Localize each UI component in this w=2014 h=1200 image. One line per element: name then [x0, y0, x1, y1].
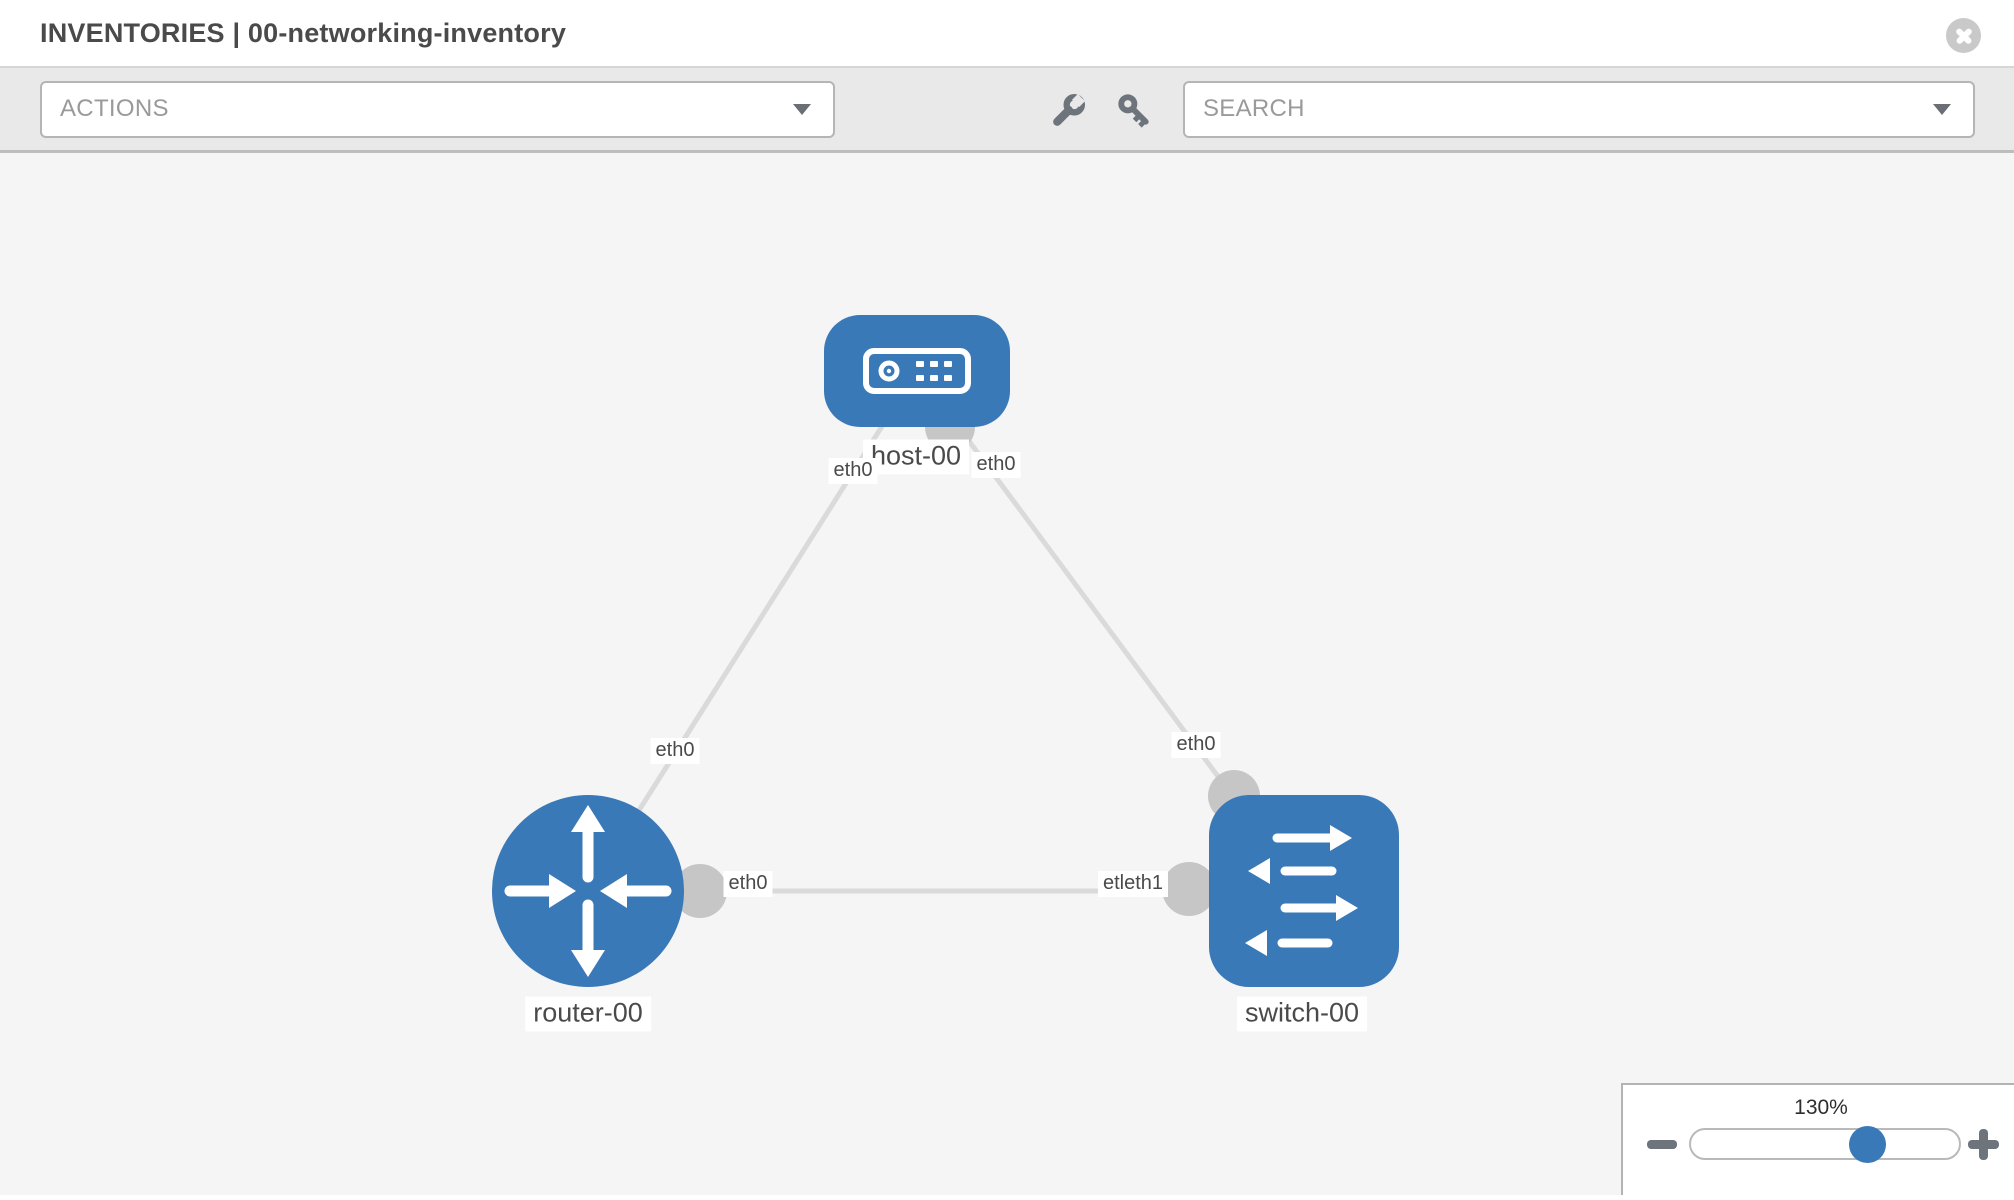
- router-label: router-00: [525, 996, 651, 1032]
- host-label: host-00: [862, 439, 970, 475]
- search-dropdown[interactable]: SEARCH: [1183, 80, 1975, 138]
- zoom-percentage: 130%: [1794, 1096, 1848, 1119]
- switch-label: switch-00: [1236, 996, 1368, 1032]
- page-header: INVENTORIES | 00-networking-inventory: [0, 0, 2014, 68]
- topology-canvas[interactable]: host-00 router-00 switch-00 eth0 eth0 et…: [0, 153, 2014, 1195]
- interface-dots: [673, 402, 1260, 918]
- search-dropdown-value: SEARCH: [1203, 95, 1305, 122]
- node-host-00[interactable]: [824, 315, 1010, 427]
- interface-label: eth0: [650, 738, 700, 764]
- topology-graph: [492, 315, 1399, 987]
- actions-dropdown-value: ACTIONS: [60, 95, 169, 122]
- link-host-router: [585, 369, 920, 893]
- key-icon: [1118, 94, 1149, 128]
- chevron-down-icon: [1933, 103, 1951, 115]
- close-icon: [1954, 26, 1973, 45]
- wrench-button[interactable]: [1047, 90, 1089, 132]
- interface-label: eth0: [828, 458, 878, 484]
- toolbar: ACTIONS SEARCH: [0, 68, 2014, 153]
- zoom-slider-track[interactable]: [1689, 1126, 1961, 1163]
- chevron-down-icon: [793, 103, 811, 115]
- zoom-out-button[interactable]: [1647, 1140, 1677, 1149]
- interface-dot: [673, 864, 727, 918]
- zoom-slider-thumb[interactable]: [1849, 1126, 1886, 1163]
- interface-dot: [1162, 862, 1216, 916]
- interface-label: eth0: [723, 871, 773, 897]
- node-switch-00[interactable]: [1209, 795, 1399, 987]
- server-icon: [863, 348, 971, 394]
- interface-label: etleth1: [1097, 871, 1169, 897]
- zoom-slider-row: [1623, 1126, 2014, 1167]
- interface-label: eth0: [1171, 732, 1221, 758]
- switch-arrows-icon: [1245, 825, 1358, 956]
- page-title: INVENTORIES | 00-networking-inventory: [40, 17, 567, 48]
- close-button[interactable]: [1946, 18, 1981, 53]
- actions-dropdown[interactable]: ACTIONS: [40, 80, 835, 138]
- router-arrows-icon: [504, 805, 672, 977]
- wrench-icon: [1053, 93, 1086, 126]
- zoom-in-button[interactable]: [1968, 1129, 1999, 1160]
- interface-label: eth0: [971, 452, 1021, 478]
- zoom-panel: 130%: [1621, 1083, 2014, 1195]
- key-button[interactable]: [1114, 90, 1156, 132]
- node-router-00[interactable]: [492, 795, 684, 987]
